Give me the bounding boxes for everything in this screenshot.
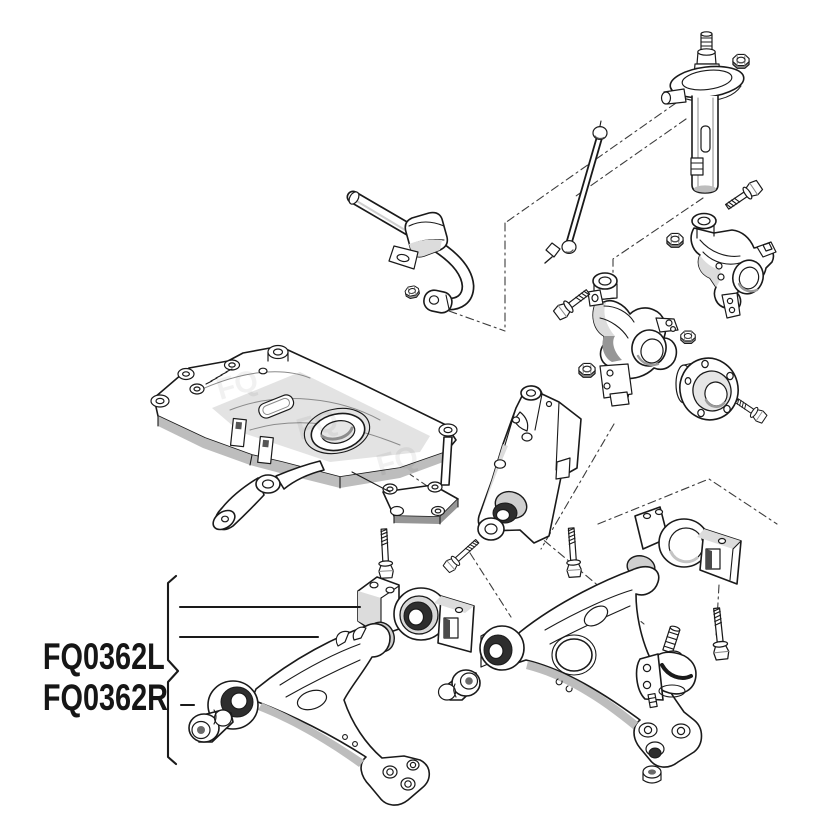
ball-joint-nut (642, 765, 662, 784)
stabilizer-bar-end-eye (423, 289, 453, 314)
wheel-hub (675, 357, 739, 421)
knuckle-pinch-bolt-left (551, 285, 593, 322)
hub-bolt (732, 395, 769, 425)
arm-front-bushing-right (479, 625, 525, 671)
subframe-bolt-diagonal (441, 536, 482, 575)
knuckle-nut-left (578, 362, 596, 378)
callout: FQ0362L FQ0362R (43, 574, 362, 766)
knuckle-nut-right (666, 232, 684, 248)
cone-bushing-right (437, 669, 481, 701)
console-bolt (563, 526, 583, 579)
callout-brace (166, 574, 180, 766)
arm-mount-housing-left (357, 576, 475, 653)
strut-rod-nut (732, 53, 750, 69)
watermark: FQ FQ FQ (213, 364, 422, 483)
clamp-nut (403, 284, 421, 300)
subframe-bolt-vertical (376, 528, 395, 579)
hub-nut (680, 330, 696, 344)
console-bracket (477, 385, 582, 544)
stabilizer-bar-bushing-clamp (388, 211, 449, 270)
arm-mount-housing-right (634, 506, 742, 585)
stabilizer-link (544, 120, 608, 264)
stabilizer-bar (346, 190, 475, 314)
part-code-left: FQ0362L (43, 637, 165, 678)
subframe: FQ FQ FQ (150, 344, 459, 531)
part-code-right: FQ0362R (43, 678, 168, 719)
cone-bushing-left (188, 709, 234, 743)
knuckle-pinch-bolt-upper (722, 178, 765, 214)
housing-bolt (708, 606, 731, 661)
ball-joint (635, 625, 697, 709)
control-arm-left (207, 621, 431, 806)
steering-knuckle-left (587, 272, 679, 407)
steering-knuckle-right (690, 212, 777, 319)
front-strut (660, 31, 745, 194)
control-arm-right (479, 555, 703, 768)
